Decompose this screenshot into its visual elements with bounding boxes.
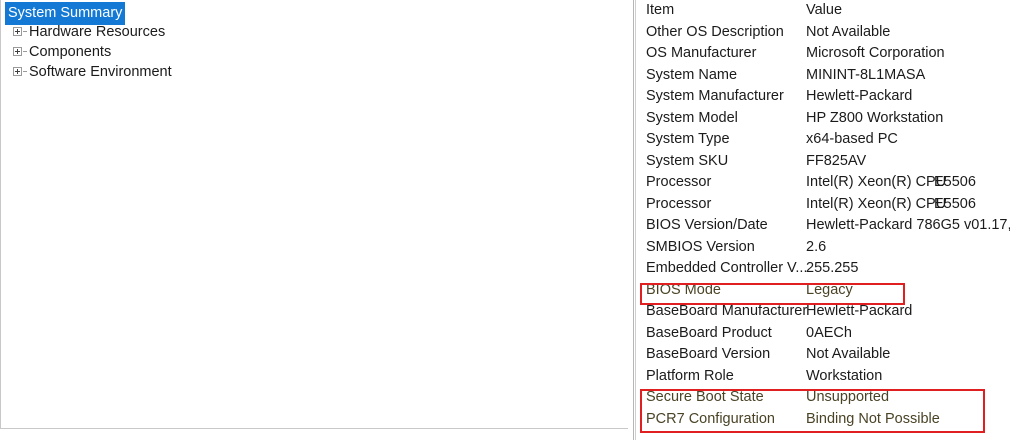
cell-item: System Model	[646, 109, 738, 126]
table-row[interactable]: System Type x64-based PC	[638, 129, 1010, 151]
cell-value-continued: E5506	[934, 174, 976, 190]
pane-splitter[interactable]	[632, 0, 637, 440]
cell-value: Workstation	[806, 367, 883, 384]
table-row[interactable]: Other OS Description Not Available	[638, 22, 1010, 44]
splitter-line-primary	[633, 0, 634, 440]
cell-value-continued: E5506	[934, 195, 976, 212]
table-row[interactable]: BIOS Mode Legacy	[638, 280, 1010, 302]
tree-item-hardware-resources[interactable]: Hardware Resources	[1, 22, 628, 42]
cell-value: Binding Not Possible	[806, 410, 940, 427]
cell-item: Embedded Controller V...	[646, 260, 808, 276]
table-row[interactable]: OS Manufacturer Microsoft Corporation	[638, 43, 1010, 65]
tree-item-label: Software Environment	[29, 64, 172, 81]
cell-item: BaseBoard Product	[646, 324, 772, 341]
column-header-item: Item	[646, 2, 675, 18]
cell-item: Secure Boot State	[646, 389, 764, 405]
cell-item: BIOS Mode	[646, 281, 721, 298]
splitter-line-secondary	[635, 0, 636, 440]
cell-value: Not Available	[806, 23, 891, 40]
tree-connector-line	[23, 30, 27, 32]
cell-value: Intel(R) Xeon(R) CPU	[806, 174, 947, 190]
cell-value: x64-based PC	[806, 131, 898, 147]
table-row[interactable]: System Model HP Z800 Workstation	[638, 108, 1010, 130]
cell-value: Legacy	[806, 281, 853, 298]
cell-item: Platform Role	[646, 367, 734, 384]
cell-item: Processor	[646, 195, 712, 212]
table-row[interactable]: System SKU FF825AV	[638, 151, 1010, 173]
cell-value: Hewlett-Packard	[806, 88, 913, 104]
cell-value: HP Z800 Workstation	[806, 109, 944, 126]
expand-plus-icon[interactable]	[13, 46, 22, 56]
cell-item: Processor	[646, 174, 712, 190]
tree-root: System Summary Hardware Resources Compon…	[1, 2, 628, 82]
tree-connector-line	[23, 70, 27, 72]
table-row[interactable]: Embedded Controller V...255.255	[638, 258, 1010, 280]
tree-item-label: Components	[29, 44, 112, 61]
cell-item: BaseBoard Version	[646, 346, 771, 362]
cell-item: BaseBoard Manufacturer	[646, 303, 808, 319]
tree-item-components[interactable]: Components	[1, 42, 628, 62]
table-row[interactable]: System Manufacturer Hewlett-Packard	[638, 86, 1010, 108]
cell-item: SMBIOS Version	[646, 238, 755, 255]
table-row[interactable]: SMBIOS Version 2.6	[638, 237, 1010, 259]
cell-item: System Name	[646, 66, 738, 83]
cell-value: FF825AV	[806, 152, 867, 169]
cell-value: 255.255	[806, 260, 859, 276]
cell-value: 0AECh	[806, 324, 852, 341]
tree-connector-line	[23, 50, 27, 52]
table-row[interactable]: BIOS Version/Date Hewlett-Packard 786G5 v…	[638, 215, 1010, 237]
cell-value: Hewlett-Packard 786G5 v01.17, 8/	[806, 217, 1010, 233]
cell-item: OS Manufacturer	[646, 45, 757, 61]
cell-value: 2.6	[806, 238, 827, 255]
expand-plus-icon[interactable]	[13, 66, 22, 76]
cell-item: PCR7 Configuration	[646, 410, 775, 427]
cell-value: Unsupported	[806, 389, 890, 405]
list-header-row: Item Value	[638, 0, 1010, 22]
navigation-tree-pane: System Summary Hardware Resources Compon…	[0, 0, 628, 429]
cell-item: Other OS Description	[646, 23, 784, 40]
tree-item-system-summary[interactable]: System Summary	[1, 2, 628, 25]
cell-item: System Type	[646, 131, 730, 147]
cell-item: BIOS Version/Date	[646, 217, 768, 233]
tree-item-label: System Summary	[5, 2, 126, 25]
cell-value: Microsoft Corporation	[806, 45, 945, 61]
cell-item: System SKU	[646, 152, 729, 169]
column-header-value: Value	[806, 2, 843, 18]
table-row[interactable]: BaseBoard Version Not Available	[638, 344, 1010, 366]
table-row[interactable]: BaseBoard Product 0AECh	[638, 323, 1010, 345]
expand-plus-icon[interactable]	[13, 26, 22, 36]
cell-item: System Manufacturer	[646, 88, 784, 104]
cell-value: MININT-8L1MASA	[806, 66, 926, 83]
cell-value: Hewlett-Packard	[806, 303, 913, 319]
table-row[interactable]: Platform Role Workstation	[638, 366, 1010, 388]
tree-item-software-environment[interactable]: Software Environment	[1, 62, 628, 82]
cell-value: Intel(R) Xeon(R) CPU	[806, 195, 947, 212]
cell-value: Not Available	[806, 346, 891, 362]
table-row[interactable]: PCR7 Configuration Binding Not Possible	[638, 409, 1010, 431]
table-row[interactable]: Secure Boot State Unsupported	[638, 387, 1010, 409]
tree-item-label: Hardware Resources	[29, 24, 166, 41]
table-row[interactable]: System Name MININT-8L1MASA	[638, 65, 1010, 87]
